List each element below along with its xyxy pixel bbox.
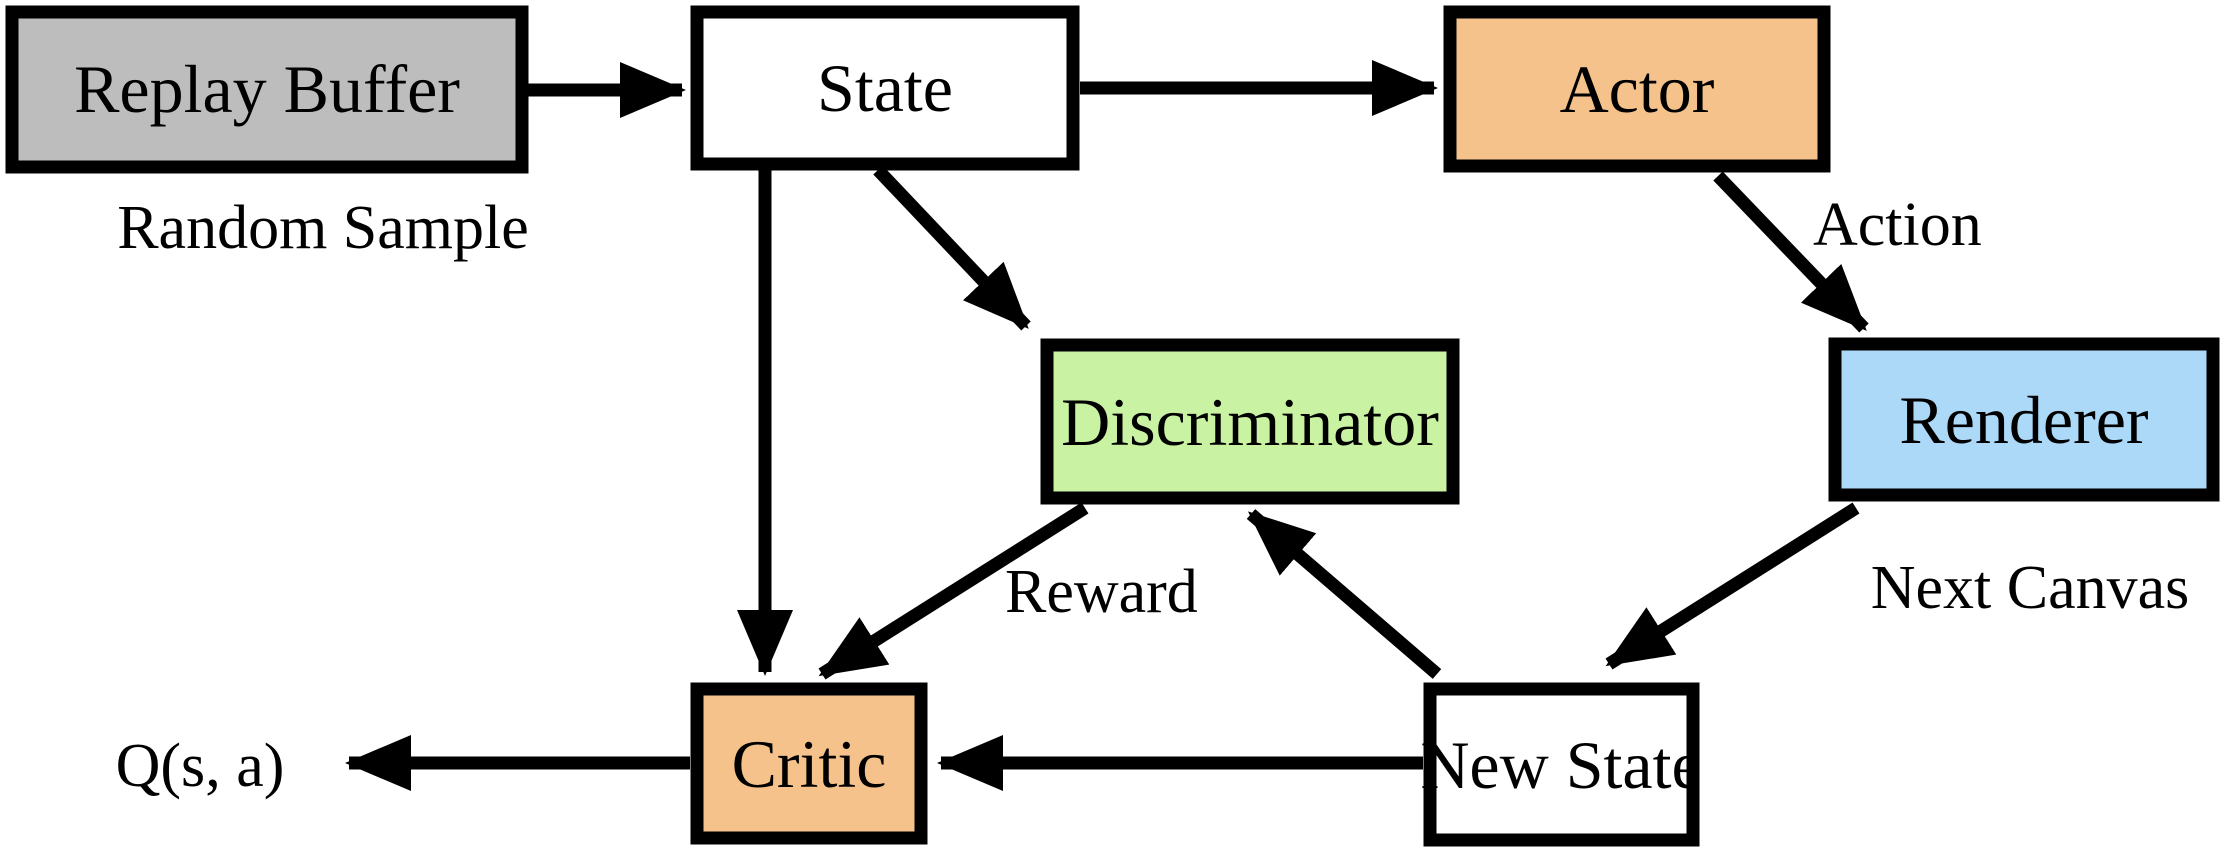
q-output-label: Q(s, a) xyxy=(116,732,285,800)
renderer-box xyxy=(1828,337,2220,502)
next-canvas-edge-label: Next Canvas xyxy=(1871,554,2190,622)
reward-edge-label: Reward xyxy=(1005,558,1198,626)
replay-buffer-label: Replay Buffer xyxy=(74,51,460,127)
node-actor: Actor xyxy=(1443,5,1831,173)
node-critic: Critic xyxy=(690,682,928,845)
node-replay-buffer: Replay Buffer xyxy=(5,5,529,174)
node-new-state: New State xyxy=(1420,682,1702,847)
critic-box xyxy=(690,682,928,845)
node-discriminator: Discriminator xyxy=(1040,338,1460,505)
edge-state-to-discriminator xyxy=(873,165,1031,331)
edge-actor-to-renderer xyxy=(1713,171,1869,333)
edge-renderer-to-new-state xyxy=(1605,502,1860,670)
critic-label: Critic xyxy=(732,726,887,802)
new-state-box xyxy=(1423,682,1700,847)
replay-buffer-box xyxy=(5,5,529,174)
discriminator-box xyxy=(1040,338,1460,505)
edge-discriminator-to-critic xyxy=(818,502,1089,680)
action-edge-label: Action xyxy=(1813,191,1982,259)
actor-box xyxy=(1443,5,1831,173)
actor-label: Actor xyxy=(1560,51,1715,127)
renderer-label: Renderer xyxy=(1899,382,2149,458)
edge-new-state-to-discriminator xyxy=(1246,509,1442,679)
random-sample-edge-label: Random Sample xyxy=(117,194,529,262)
new-state-label: New State xyxy=(1420,727,1701,803)
state-box xyxy=(690,5,1080,171)
state-label: State xyxy=(817,50,953,126)
node-state: State xyxy=(690,5,1080,171)
discriminator-label: Discriminator xyxy=(1061,384,1439,460)
node-renderer: Renderer xyxy=(1828,337,2220,502)
